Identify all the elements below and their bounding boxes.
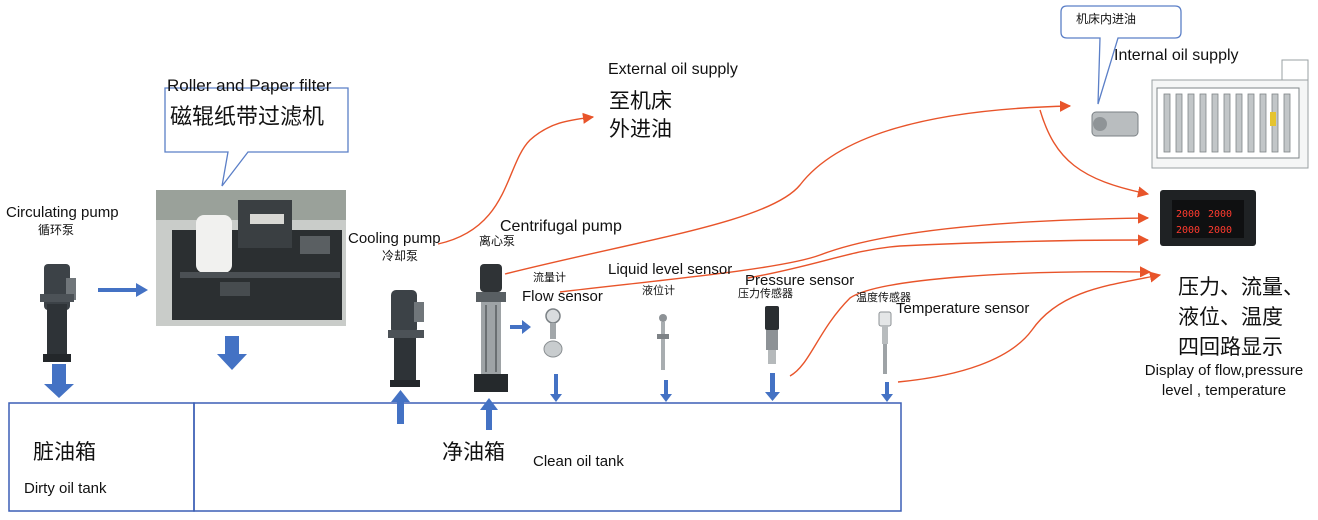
circulating-pump-label-cn: 循环泵 xyxy=(38,223,75,237)
filter-title-cn: 磁辊纸带过滤机 xyxy=(170,105,325,130)
line-temp-to-display xyxy=(897,271,1162,383)
arrow-temp-sensor-down xyxy=(881,382,893,402)
line-machine-to-display xyxy=(1039,109,1150,198)
arrow-centrifugal-up xyxy=(480,398,498,430)
level-sensor-label-en: Liquid level sensor xyxy=(608,261,733,278)
display-readout-top-left: 2000 xyxy=(1176,209,1200,220)
clean-tank-label-cn: 净油箱 xyxy=(442,440,505,464)
arrow-circulating-down xyxy=(44,364,74,398)
arrow-filter-down xyxy=(217,336,247,370)
line-flow-to-display xyxy=(559,212,1150,293)
centrifugal-pump-image xyxy=(474,264,508,392)
centrifugal-pump-label-cn: 离心泵 xyxy=(479,234,516,248)
machine-tool-image xyxy=(1091,59,1309,169)
line-level-to-display xyxy=(747,234,1150,279)
cooling-pump-label-en: Cooling pump xyxy=(348,230,441,247)
display-label-en-1: Display of flow,pressure xyxy=(1144,362,1304,379)
external-supply-label-cn-1: 至机床 xyxy=(609,89,672,113)
level-sensor-label-cn: 液位计 xyxy=(642,284,675,297)
display-label-cn-1: 压力、流量、 xyxy=(1178,275,1304,299)
flow-sensor-label-cn: 流量计 xyxy=(533,271,566,284)
clean-oil-tank xyxy=(193,402,902,512)
dirty-tank-label-en: Dirty oil tank xyxy=(24,480,107,497)
display-readout-top-right: 2000 xyxy=(1208,209,1232,220)
dirty-tank-label-cn: 脏油箱 xyxy=(33,440,96,464)
line-pressure-to-display xyxy=(789,266,1152,377)
arrow-cooling-up xyxy=(391,390,410,424)
display-label-cn-3: 四回路显示 xyxy=(1178,335,1283,359)
line-internal-supply xyxy=(504,100,1072,275)
line-external-supply xyxy=(437,112,595,245)
flow-sensor-image xyxy=(543,308,563,358)
display-unit-image: 2000 2000 2000 2000 xyxy=(1160,190,1256,246)
display-readout-bottom-left: 2000 xyxy=(1176,225,1200,236)
centrifugal-pump-label-en: Centrifugal pump xyxy=(500,218,622,235)
temp-sensor-label-cn: 温度传感器 xyxy=(856,291,911,304)
circulating-pump-label-en: Circulating pump xyxy=(6,204,119,221)
pressure-sensor-image xyxy=(765,306,779,364)
display-readout-bottom-right: 2000 xyxy=(1208,225,1232,236)
pressure-sensor-label-cn: 压力传感器 xyxy=(738,287,793,300)
arrow-level-sensor-down xyxy=(660,380,672,402)
internal-supply-label-en: Internal oil supply xyxy=(1114,47,1239,64)
internal-oil-callout-cn: 机床内进油 xyxy=(1076,12,1137,26)
internal-oil-callout-bubble xyxy=(1060,5,1182,105)
external-supply-label-en: External oil supply xyxy=(608,61,738,78)
circulating-pump-image xyxy=(40,264,76,362)
display-label-cn-2: 液位、温度 xyxy=(1178,305,1283,329)
orange-signal-lines xyxy=(437,100,1162,383)
display-label-en-2: level , temperature xyxy=(1161,382,1287,399)
roller-paper-filter-image xyxy=(156,190,346,326)
cooling-pump-image xyxy=(388,290,424,387)
temperature-sensor-image xyxy=(878,311,892,374)
blue-flow-arrows xyxy=(44,283,893,430)
cooling-pump-label-cn: 冷却泵 xyxy=(382,249,419,263)
arrow-to-flow-sensor xyxy=(510,320,531,334)
arrow-pressure-sensor-down xyxy=(765,373,780,401)
arrow-to-filter xyxy=(98,283,148,297)
clean-tank-label-en: Clean oil tank xyxy=(533,453,624,470)
arrow-flow-sensor-down xyxy=(550,374,562,402)
filter-title-en: Roller and Paper filter xyxy=(167,76,332,95)
level-sensor-image xyxy=(657,314,669,370)
external-supply-label-cn-2: 外进油 xyxy=(609,117,672,141)
pressure-sensor-label-en: Pressure sensor xyxy=(745,272,855,289)
flow-sensor-label-en: Flow sensor xyxy=(522,288,603,305)
temp-sensor-label-en: Temperature sensor xyxy=(896,300,1030,317)
filter-callout-bubble xyxy=(164,87,349,187)
